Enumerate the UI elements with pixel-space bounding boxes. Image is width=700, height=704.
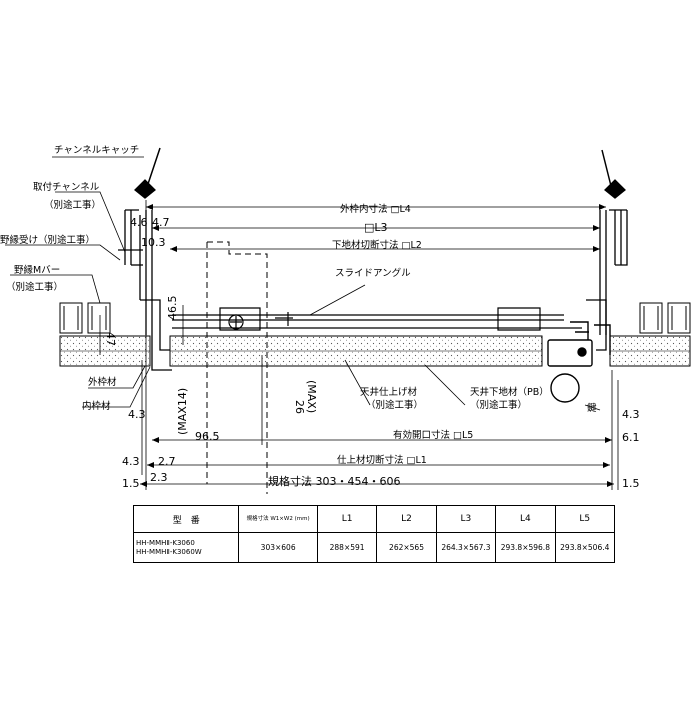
- cell-model: HH-MMHⅡ-K3060 HH-MMHⅡ-K3060W: [132, 532, 240, 563]
- label-mount-channel-sep: （別途工事）: [44, 199, 101, 211]
- label-nobuchi-m-bar-sep: （別途工事）: [6, 281, 63, 293]
- table-row: HH-MMHⅡ-K3060 HH-MMHⅡ-K3060W 303×606 288…: [132, 532, 616, 563]
- dim-4-6: 4.6: [130, 216, 148, 229]
- label-effective-opening: 有効開口寸法 □L5: [393, 429, 473, 441]
- dim-1-5-left: 1.5: [122, 477, 140, 490]
- cell-l4: 293.8×596.8: [495, 532, 556, 563]
- joist-channels: [59, 302, 691, 334]
- leader-lines: [5, 156, 601, 411]
- label-nobuchi-uke: 野縁受け（別途工事）: [0, 234, 95, 246]
- dim-2-7: 2.7: [158, 455, 176, 468]
- label-ceiling-base-sep: （別途工事）: [470, 399, 527, 411]
- label-outer-frame-inner-dim: 外枠内寸法 □L4: [340, 203, 411, 215]
- dim-max: (MAX): [305, 380, 318, 413]
- dim-max14: (MAX14): [176, 388, 189, 435]
- ceiling-board: [59, 335, 691, 367]
- label-outer-frame: 外枠材: [88, 376, 117, 388]
- dim-10-3: 10.3: [141, 236, 166, 249]
- left-frame: [118, 179, 172, 371]
- label-finish-cut-dim: 仕上材切断寸法 □L1: [337, 454, 427, 466]
- label-slide-angle: スライドアングル: [335, 267, 411, 279]
- label-channel-catch: チャンネルキャッチ: [54, 145, 139, 156]
- slide-angle: [172, 307, 582, 331]
- opening-outline: [206, 241, 268, 494]
- label-ceiling-finish: 天井仕上げ材: [360, 386, 418, 398]
- cell-l5: 293.8×506.4: [554, 532, 616, 563]
- cell-l3: 264.3×567.3: [435, 532, 497, 563]
- dim-4-3-right: 4.3: [622, 408, 640, 421]
- header-l3: L3: [435, 505, 497, 533]
- right-frame: [586, 179, 628, 351]
- dim-46-5: 46.5: [166, 296, 179, 321]
- cell-size: 303×606: [238, 532, 318, 563]
- dim-96-5: 96.5: [195, 430, 220, 443]
- dim-4-7: 4.7: [152, 216, 170, 229]
- label-mount-channel: 取付チャンネル: [33, 182, 100, 193]
- label-ceiling-base: 天井下地材（PB）: [470, 386, 549, 398]
- label-inner-frame: 内枠材: [82, 400, 111, 412]
- label-base-cut-dim: 下地材切断寸法 □L2: [332, 239, 422, 251]
- cell-l1: 288×591: [316, 532, 378, 563]
- spec-table-header: 型 番 規格寸法 W1×W2 (mm) L1 L2 L3 L4 L5: [132, 505, 616, 533]
- header-l2: L2: [376, 505, 437, 533]
- dim-47: 47: [104, 332, 117, 346]
- dim-26: 26: [293, 400, 306, 414]
- dim-4-3-left: 4.3: [128, 408, 146, 421]
- dim-6-1: 6.1: [622, 431, 640, 444]
- label-nobuchi-m-bar: 野縁Mバー: [14, 264, 60, 276]
- cell-model-2: HH-MMHⅡ-K3060W: [136, 547, 202, 556]
- dimension-lines: [99, 200, 619, 490]
- header-model: 型 番: [132, 505, 240, 533]
- header-l1: L1: [316, 505, 378, 533]
- channel-catch-hooks: [145, 147, 613, 191]
- label-ceiling-finish-sep: （別途工事）: [366, 399, 423, 411]
- header-l4: L4: [495, 505, 556, 533]
- label-key: 鍵: [587, 402, 597, 414]
- cell-model-1: HH-MMHⅡ-K3060: [136, 538, 195, 547]
- dimension-arrows: [140, 204, 614, 487]
- header-size: 規格寸法 W1×W2 (mm): [238, 505, 318, 533]
- label-standard-dim: 規格寸法 303・454・606: [268, 474, 400, 488]
- header-l5: L5: [554, 505, 616, 533]
- cell-l2: 262×565: [376, 532, 437, 563]
- dim-1-5-right: 1.5: [622, 477, 640, 490]
- lock-mechanism: [547, 321, 611, 403]
- spec-table: 型 番 規格寸法 W1×W2 (mm) L1 L2 L3 L4 L5 HH-MM…: [132, 505, 616, 563]
- dim-4-3-bottom: 4.3: [122, 455, 140, 468]
- label-l3: □L3: [364, 221, 388, 234]
- dim-2-3: 2.3: [150, 471, 168, 484]
